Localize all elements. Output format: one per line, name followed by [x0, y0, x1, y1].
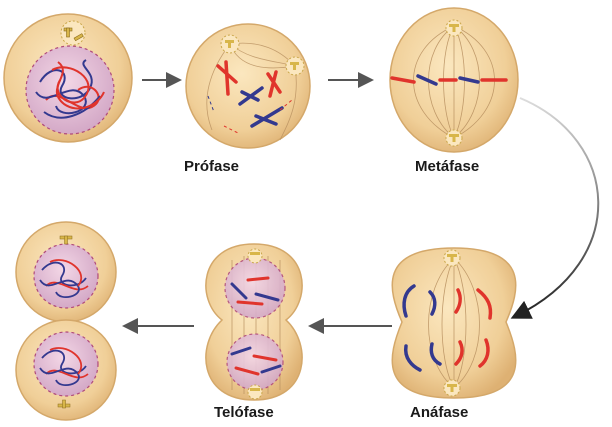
centrosome-icon — [444, 380, 460, 396]
prophase-cell — [186, 24, 310, 148]
centrosome-icon — [446, 130, 462, 146]
daughter-cell-top — [16, 222, 116, 322]
interphase-cell — [4, 14, 132, 142]
centrosome-icon — [286, 57, 304, 75]
label-metaphase: Metáfase — [415, 158, 479, 175]
centrosome-icon — [221, 35, 239, 53]
telophase-cell — [206, 244, 302, 400]
centrosome-icon — [248, 385, 262, 399]
centrosome-icon — [61, 21, 85, 45]
centrosome-icon — [446, 20, 462, 36]
label-telophase: Telófase — [214, 404, 274, 421]
anaphase-cell — [392, 248, 515, 398]
daughter-cell-bottom — [16, 320, 116, 420]
centrosome-icon — [248, 249, 262, 263]
label-anaphase: Anáfase — [410, 404, 468, 421]
curved-arrow-icon — [516, 98, 598, 316]
metaphase-cell — [390, 8, 518, 152]
label-prophase: Prófase — [184, 158, 239, 175]
centrosome-icon — [444, 250, 460, 266]
